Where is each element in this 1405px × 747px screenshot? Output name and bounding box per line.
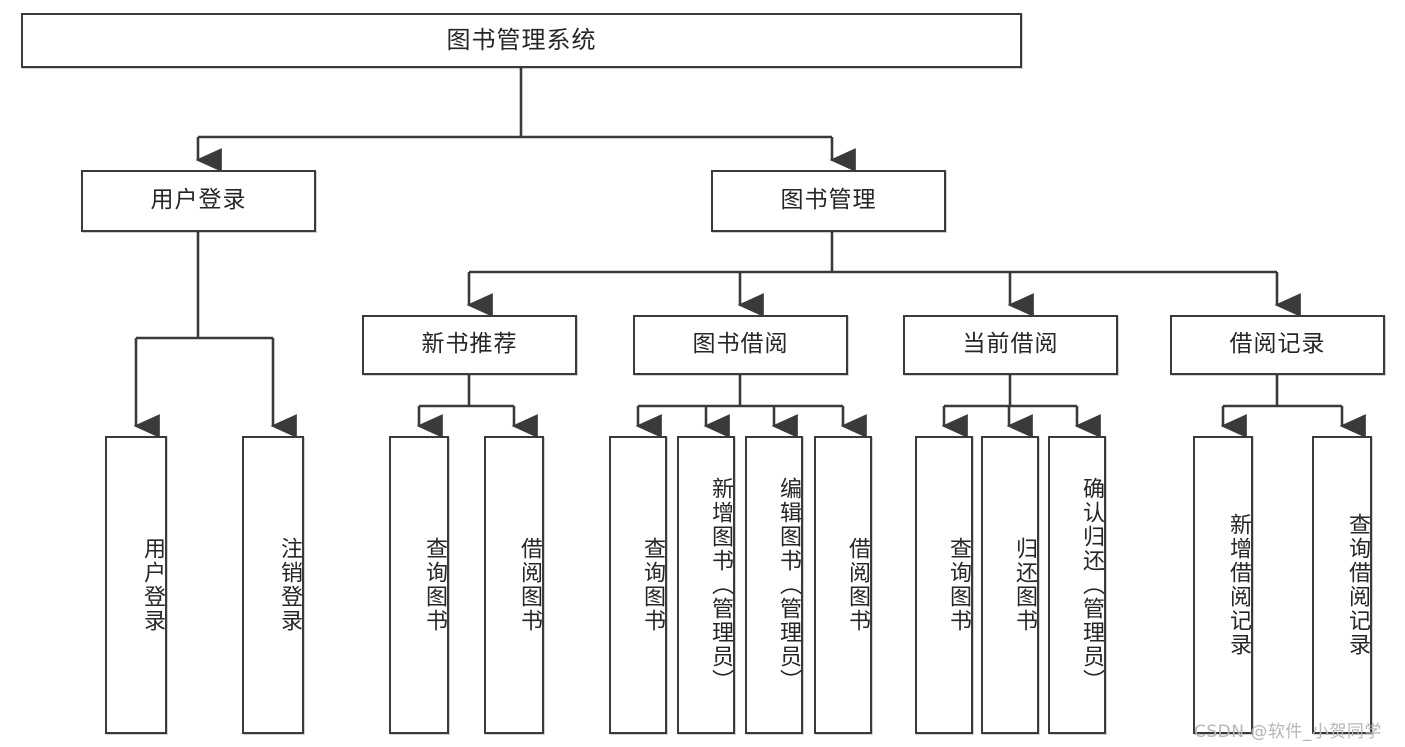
leaf-confirm-return-admin[interactable]: 确认归还（管理员） <box>1048 436 1106 734</box>
leaf-query-book-current[interactable]: 查询图书 <box>915 436 973 734</box>
leaf-user-login[interactable]: 用户登录 <box>105 436 167 734</box>
node-book-borrow[interactable]: 图书借阅 <box>633 315 848 375</box>
leaf-query-book-recommend[interactable]: 查询图书 <box>389 436 449 734</box>
node-label: 注销登录 <box>277 537 302 633</box>
leaf-query-book-borrow[interactable]: 查询图书 <box>609 436 667 734</box>
node-new-book-recommend[interactable]: 新书推荐 <box>362 315 577 375</box>
leaf-query-borrow-record[interactable]: 查询借阅记录 <box>1312 436 1372 734</box>
leaf-return-book[interactable]: 归还图书 <box>981 436 1039 734</box>
leaf-add-borrow-record[interactable]: 新增借阅记录 <box>1193 436 1253 734</box>
node-label: 查询图书 <box>422 537 447 633</box>
node-label: 借阅图书 <box>517 537 542 633</box>
node-label: 查询图书 <box>640 537 665 633</box>
node-label: 查询借阅记录 <box>1345 513 1370 657</box>
node-current-borrow[interactable]: 当前借阅 <box>903 315 1118 375</box>
csdn-watermark: CSDN @软件_小贺同学 <box>1194 722 1382 742</box>
node-label: 当前借阅 <box>962 331 1059 358</box>
node-root-system[interactable]: 图书管理系统 <box>21 13 1022 68</box>
leaf-edit-book-admin[interactable]: 编辑图书（管理员） <box>745 436 803 734</box>
leaf-add-book-admin[interactable]: 新增图书（管理员） <box>677 436 735 734</box>
node-label: 借阅图书 <box>845 537 870 633</box>
node-label: 新增借阅记录 <box>1226 513 1251 657</box>
node-book-manage[interactable]: 图书管理 <box>711 170 946 232</box>
leaf-borrow-book[interactable]: 借阅图书 <box>814 436 872 734</box>
node-label: 图书借阅 <box>692 331 789 358</box>
node-label: 编辑图书（管理员） <box>776 477 801 693</box>
node-label: 借阅记录 <box>1229 331 1326 358</box>
node-label: 确认归还（管理员） <box>1079 477 1104 693</box>
leaf-borrow-book-recommend[interactable]: 借阅图书 <box>484 436 544 734</box>
node-label: 查询图书 <box>946 537 971 633</box>
node-label: 用户登录 <box>140 537 165 633</box>
node-borrow-record[interactable]: 借阅记录 <box>1170 315 1385 375</box>
node-label: 归还图书 <box>1012 537 1037 633</box>
node-user-login[interactable]: 用户登录 <box>81 170 316 232</box>
leaf-logout[interactable]: 注销登录 <box>242 436 304 734</box>
node-label: 新书推荐 <box>421 331 518 358</box>
node-label: 图书管理系统 <box>446 26 597 55</box>
node-label: 用户登录 <box>150 187 247 214</box>
node-label: 图书管理 <box>780 187 877 214</box>
node-label: 新增图书（管理员） <box>708 477 733 693</box>
